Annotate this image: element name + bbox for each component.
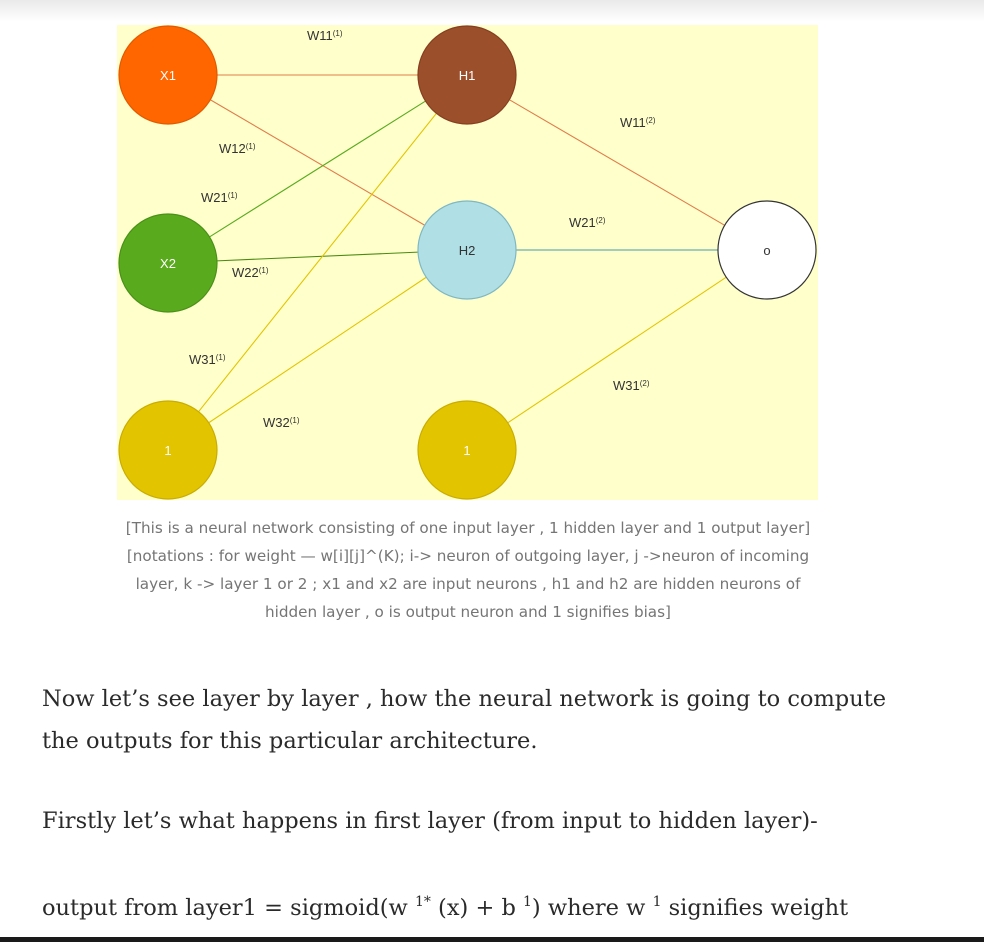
formula-prefix: output from layer1 = sigmoid(w <box>42 895 415 921</box>
formula-middle: (x) + b <box>430 895 523 921</box>
edge-x1-h2 <box>210 99 425 226</box>
formula-superscript: 1 <box>523 894 532 910</box>
weight-name: W12 <box>219 141 246 156</box>
edge-x2-h1 <box>209 100 426 238</box>
weight-name: W11 <box>307 28 333 43</box>
weight-name: W31 <box>613 378 640 393</box>
formula-suffix: signifies weight <box>661 895 849 921</box>
node-o: o <box>717 200 817 300</box>
formula-middle: ) where w <box>531 895 653 921</box>
caption-line: [notations : for weight — w[i][j]^(K); i… <box>126 547 810 565</box>
edge-b1-h2 <box>208 276 427 424</box>
weight-layer-superscript: (1) <box>333 29 343 38</box>
node-label: H2 <box>459 243 476 258</box>
edge-b2-o <box>507 276 727 424</box>
paragraph-layer1-formula: output from layer1 = sigmoid(w 1* (x) + … <box>42 881 848 929</box>
weight-name: W22 <box>232 265 259 280</box>
node-label: 1 <box>164 443 171 458</box>
bottom-bar <box>0 937 984 942</box>
weight-layer-superscript: (1) <box>228 191 238 200</box>
weight-name: W11 <box>620 115 646 130</box>
weight-name: W21 <box>201 190 228 205</box>
node-label: 1 <box>463 443 470 458</box>
weight-layer-superscript: (1) <box>216 353 226 362</box>
caption-line: layer, k -> layer 1 or 2 ; x1 and x2 are… <box>135 575 801 593</box>
weight-label: W32(1) <box>263 415 300 430</box>
edge-h1-o <box>509 99 725 226</box>
paragraph-line: the outputs for this particular architec… <box>42 728 538 754</box>
formula-superscript: 1 <box>652 894 662 910</box>
edge-b1-h1 <box>198 112 437 413</box>
node-circle <box>118 25 218 125</box>
node-circle <box>417 400 517 500</box>
paragraph-line: Firstly let’s what happens in first laye… <box>42 808 818 834</box>
node-label: o <box>763 243 770 258</box>
weight-label: W31(1) <box>189 352 226 367</box>
weight-label: W12(1) <box>219 141 256 156</box>
weight-label: W31(2) <box>613 378 650 393</box>
paragraph-first-layer: Firstly let’s what happens in first laye… <box>42 800 818 842</box>
weight-label: W22(1) <box>232 265 269 280</box>
node-label: X1 <box>160 68 176 83</box>
paragraph-line: Now let’s see layer by layer , how the n… <box>42 686 887 712</box>
formula-superscript: 1* <box>414 894 431 910</box>
formula-line: output from layer1 = sigmoid(w 1* (x) + … <box>42 881 848 929</box>
node-h1: H1 <box>417 25 517 125</box>
node-label: X2 <box>160 256 176 271</box>
caption-line: hidden layer , o is output neuron and 1 … <box>265 603 671 621</box>
weight-label: W21(1) <box>201 190 238 205</box>
node-circle <box>717 200 817 300</box>
node-b2: 1 <box>417 400 517 500</box>
weight-layer-superscript: (1) <box>259 266 269 275</box>
node-circle <box>118 400 218 500</box>
node-circle <box>417 200 517 300</box>
weight-layer-superscript: (1) <box>290 416 300 425</box>
weight-layer-superscript: (1) <box>246 142 256 151</box>
node-circle <box>417 25 517 125</box>
weight-name: W21 <box>569 215 596 230</box>
edge-x2-h2 <box>216 251 419 262</box>
weight-name: W31 <box>189 352 216 367</box>
weight-label: W21(2) <box>569 215 606 230</box>
weight-layer-superscript: (2) <box>646 116 656 125</box>
weight-label: W11(1) <box>307 28 343 43</box>
caption-line: [This is a neural network consisting of … <box>125 519 811 537</box>
weight-layer-superscript: (2) <box>640 379 650 388</box>
top-fade <box>0 0 984 22</box>
node-label: H1 <box>459 68 476 83</box>
node-x1: X1 <box>118 25 218 125</box>
weight-name: W32 <box>263 415 290 430</box>
paragraph-layer-by-layer: Now let’s see layer by layer , how the n… <box>42 678 886 762</box>
node-b1: 1 <box>118 400 218 500</box>
node-h2: H2 <box>417 200 517 300</box>
figure-caption: [This is a neural network consisting of … <box>110 514 826 626</box>
weight-layer-superscript: (2) <box>596 216 606 225</box>
node-circle <box>118 213 218 313</box>
weight-label: W11(2) <box>620 115 656 130</box>
node-x2: X2 <box>118 213 218 313</box>
